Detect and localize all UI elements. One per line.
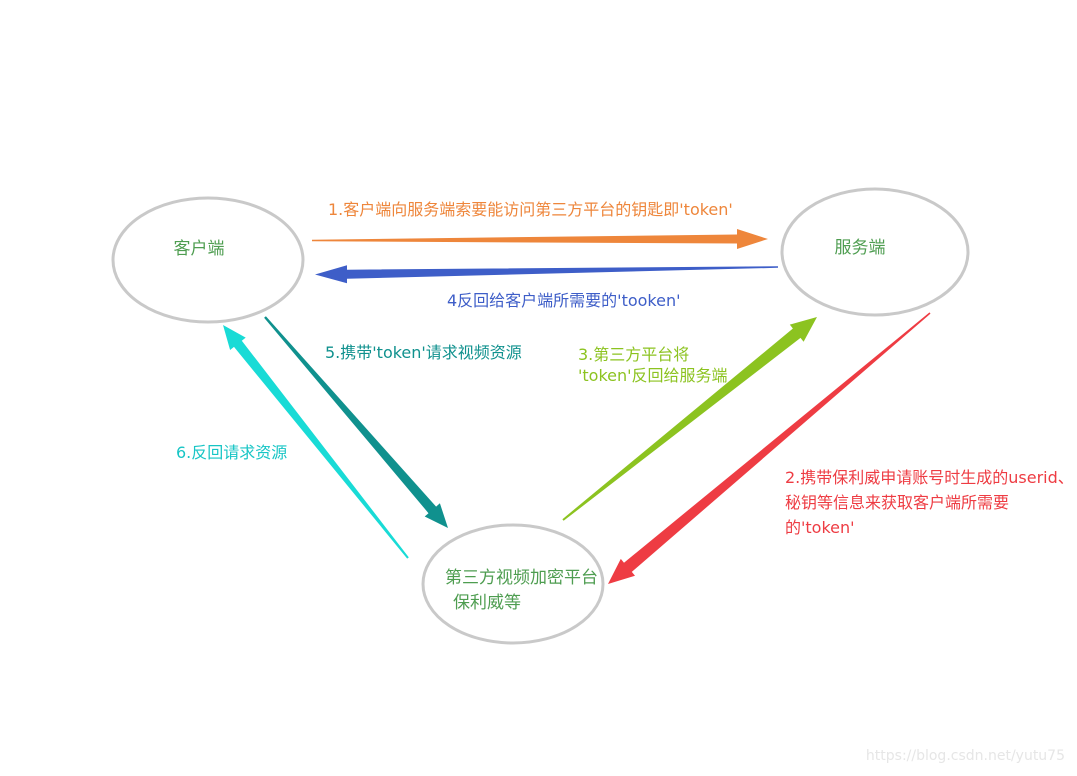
step2-label-line2: 秘钥等信息来获取客户端所需要	[785, 493, 1009, 512]
arrow-step2-server-to-platform	[608, 312, 931, 584]
step2-label-line1: 2.携带保利威申请账号时生成的userid、	[785, 468, 1074, 487]
platform-label-line1: 第三方视频加密平台	[445, 568, 598, 588]
step4-label: 4反回给客户端所需要的'tooken'	[447, 291, 681, 310]
client-label: 客户端	[174, 239, 225, 259]
step3-label-line2: 'token'反回给服务端	[578, 366, 728, 385]
step1-label: 1.客户端向服务端索要能访问第三方平台的钥匙即'token'	[328, 200, 733, 219]
arrow-step1-client-to-server	[312, 229, 768, 249]
step5-label: 5.携带'token'请求视频资源	[325, 343, 522, 362]
arrow-step4-server-to-client	[315, 265, 778, 284]
node-server: 服务端	[780, 187, 970, 317]
csdn-watermark: https://blog.csdn.net/yutu75	[866, 748, 1065, 764]
server-label: 服务端	[835, 238, 886, 258]
step6-label: 6.反回请求资源	[176, 443, 287, 462]
step3-label-line1: 3.第三方平台将	[578, 345, 689, 364]
platform-label-line2: 保利威等	[453, 593, 521, 613]
platform-ellipse	[421, 523, 605, 645]
step2-label-line3: 的'token'	[785, 518, 855, 537]
arrow-step5-client-to-platform	[264, 316, 448, 528]
client-ellipse	[111, 196, 305, 324]
server-ellipse	[780, 187, 970, 317]
arrow-step3-platform-to-server	[562, 317, 817, 521]
arrow-step6-platform-to-client	[223, 325, 409, 559]
node-client: 客户端	[111, 196, 305, 324]
node-platform: 第三方视频加密平台 保利威等	[421, 523, 605, 645]
